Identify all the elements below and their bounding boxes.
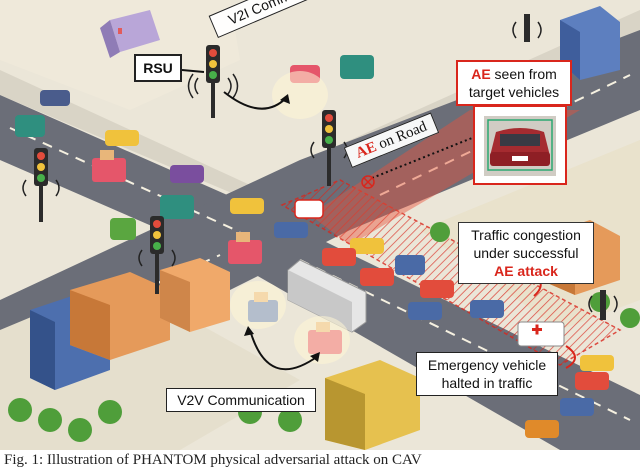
v2v-arrowhead <box>310 352 320 362</box>
ae-region <box>280 179 622 366</box>
ae-car-image <box>473 105 567 185</box>
v2i-halo <box>272 71 328 119</box>
congestion-line1: Traffic congestion <box>471 227 581 243</box>
traffic-light <box>322 110 336 186</box>
car <box>40 90 70 106</box>
v2v-halo <box>294 316 350 364</box>
emergency-vehicle-label: Emergency vehicle halted in traffic <box>416 352 558 396</box>
car <box>160 195 194 219</box>
v2v-halo <box>230 281 286 329</box>
building <box>100 10 160 58</box>
rsu-tower <box>524 14 606 320</box>
building <box>70 272 170 360</box>
car <box>15 115 45 137</box>
car <box>408 302 442 320</box>
ae-marker-icon <box>361 175 375 189</box>
emergency-line2: halted in traffic <box>441 375 533 391</box>
ae-seen-label: AE seen from target vehicles <box>456 60 572 106</box>
ae-seen-suffix: seen from <box>490 66 557 82</box>
car <box>470 300 504 318</box>
car <box>360 268 394 286</box>
car <box>170 165 204 183</box>
car <box>525 420 559 438</box>
v2i-arrowhead <box>280 94 290 104</box>
figure-caption: Fig. 1: Illustration of PHANTOM physical… <box>4 452 422 468</box>
v2i-arrow <box>223 91 287 110</box>
car <box>420 280 454 298</box>
traffic-light <box>34 148 48 222</box>
traffic-light <box>206 45 220 118</box>
car <box>322 248 356 266</box>
ae-seen-prefix: AE <box>471 66 491 82</box>
signal-wave-icon <box>22 21 618 313</box>
building <box>160 258 230 332</box>
emergency-arrow <box>565 345 576 369</box>
car <box>340 55 374 79</box>
car <box>395 255 425 275</box>
grass <box>0 0 240 110</box>
ae-seen-line1: AE seen from <box>458 65 570 83</box>
car <box>110 218 136 240</box>
car <box>230 198 264 214</box>
rsu-arrow <box>181 69 205 73</box>
building <box>325 360 420 450</box>
car <box>350 238 384 254</box>
car <box>560 398 594 416</box>
car <box>575 372 609 390</box>
truck <box>287 259 367 333</box>
traffic-light <box>150 216 164 294</box>
traffic-congestion-label: Traffic congestion under successful AE a… <box>458 222 594 284</box>
delivery-truck <box>92 150 126 182</box>
car <box>580 355 614 371</box>
v2v-arrow <box>249 329 319 371</box>
car <box>105 130 139 146</box>
congestion-line2: under successful <box>473 245 579 261</box>
v2v-communication-label: V2V Communication <box>166 388 316 412</box>
rsu-label: RSU <box>134 54 182 82</box>
delivery-truck <box>228 232 262 264</box>
car <box>294 199 324 219</box>
congestion-line3: AE attack <box>494 263 558 279</box>
sidewalk <box>0 10 640 205</box>
car <box>274 222 308 238</box>
ambulance <box>517 321 565 347</box>
ae-seen-line2: target vehicles <box>468 84 560 100</box>
emergency-line1: Emergency vehicle <box>427 357 547 373</box>
v2v-arrowhead <box>244 326 254 336</box>
